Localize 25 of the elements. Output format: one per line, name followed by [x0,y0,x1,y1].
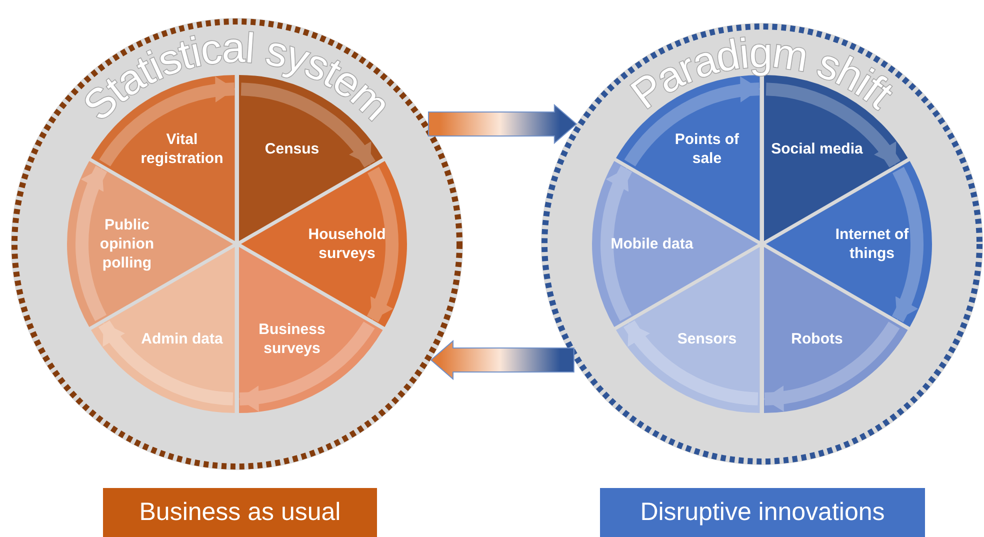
circular-arrow [238,321,375,410]
segment-label: Public opinion polling [98,216,156,272]
segment-label: Admin data [140,330,224,349]
block-arrow [428,104,578,144]
block-arrow [430,340,574,380]
circular-arrow [624,320,758,406]
segment-label: Mobile data [610,234,694,254]
circular-arrow [892,167,924,322]
segment-label: Points of sale [674,130,740,168]
label-box: Business as usual [103,488,377,537]
label-box: Disruptive innovations [600,488,925,537]
segment-label: Census [264,139,320,158]
segment-label: Business surveys [258,320,326,358]
circular-arrow [766,82,900,168]
segment-label: Household surveys [307,225,387,263]
circular-arrow [600,166,632,321]
segment-label: Social media [770,139,864,158]
segment-label: Vital registration [140,130,224,168]
segment-label: Robots [790,330,844,349]
circular-arrow [764,321,900,410]
circular-arrow [98,320,234,406]
segment-label: Sensors [676,330,738,349]
circular-arrow [366,167,398,322]
segment-label: Internet of things [834,225,910,263]
circular-arrow [76,166,108,321]
